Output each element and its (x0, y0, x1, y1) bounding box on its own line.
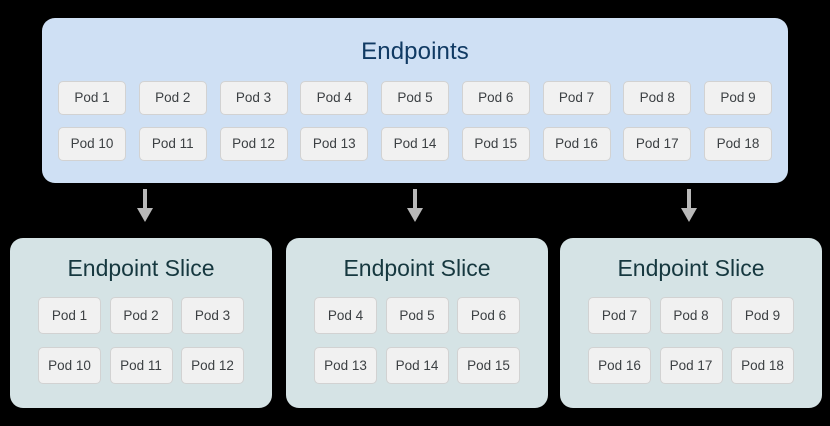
endpoint-slice-title: Endpoint Slice (617, 255, 765, 281)
pod-chip[interactable]: Pod 17 (659, 347, 723, 384)
pod-chip[interactable]: Pod 12 (181, 347, 244, 384)
pod-chip[interactable]: Pod 2 (109, 297, 173, 334)
endpoint-slice-pod-grid: Pod 4 Pod 5 Pod 6 Pod 13 Pod 14 Pod 15 (314, 297, 520, 384)
arrow-down-icon (405, 189, 425, 223)
pod-chip[interactable]: Pod 17 (623, 127, 692, 161)
pod-chip[interactable]: Pod 10 (38, 347, 101, 384)
pod-chip[interactable]: Pod 3 (181, 297, 244, 334)
pod-chip[interactable]: Pod 13 (314, 347, 377, 384)
endpoints-pod-row: Pod 1 Pod 2 Pod 3 Pod 4 Pod 5 Pod 6 Pod … (58, 81, 772, 115)
endpoint-slice-container: Endpoint Slice Pod 1 Pod 2 Pod 3 Pod 10 … (10, 238, 272, 408)
endpoint-slice-pod-row: Pod 4 Pod 5 Pod 6 (314, 297, 520, 334)
endpoint-slice-container: Endpoint Slice Pod 4 Pod 5 Pod 6 Pod 13 … (286, 238, 548, 408)
endpoint-slice-pod-row: Pod 10 Pod 11 Pod 12 (38, 347, 244, 384)
pod-chip[interactable]: Pod 8 (623, 81, 692, 115)
endpoint-slice-container: Endpoint Slice Pod 7 Pod 8 Pod 9 Pod 16 … (560, 238, 822, 408)
pod-chip[interactable]: Pod 11 (109, 347, 173, 384)
pod-chip[interactable]: Pod 4 (314, 297, 377, 334)
endpoint-slice-pod-row: Pod 16 Pod 17 Pod 18 (588, 347, 794, 384)
pod-chip[interactable]: Pod 1 (58, 81, 126, 115)
arrow-down-icon (679, 189, 699, 223)
pod-chip[interactable]: Pod 18 (704, 127, 772, 161)
pod-chip[interactable]: Pod 5 (381, 81, 449, 115)
pod-chip[interactable]: Pod 7 (542, 81, 611, 115)
endpoint-slice-pod-row: Pod 1 Pod 2 Pod 3 (38, 297, 244, 334)
pod-chip[interactable]: Pod 9 (704, 81, 772, 115)
pod-chip[interactable]: Pod 10 (58, 127, 126, 161)
pod-chip[interactable]: Pod 14 (385, 347, 449, 384)
pod-chip[interactable]: Pod 18 (731, 347, 794, 384)
pod-chip[interactable]: Pod 11 (138, 127, 207, 161)
pod-chip[interactable]: Pod 6 (461, 81, 530, 115)
pod-chip[interactable]: Pod 15 (461, 127, 530, 161)
pod-chip[interactable]: Pod 16 (588, 347, 651, 384)
pod-chip[interactable]: Pod 2 (138, 81, 207, 115)
pod-chip[interactable]: Pod 14 (381, 127, 449, 161)
pod-chip[interactable]: Pod 3 (219, 81, 288, 115)
pod-chip[interactable]: Pod 7 (588, 297, 651, 334)
pod-chip[interactable]: Pod 12 (219, 127, 288, 161)
pod-chip[interactable]: Pod 4 (300, 81, 369, 115)
endpoint-slice-title: Endpoint Slice (343, 255, 491, 281)
pod-chip[interactable]: Pod 15 (457, 347, 520, 384)
pod-chip[interactable]: Pod 6 (457, 297, 520, 334)
endpoints-title: Endpoints (361, 38, 469, 65)
endpoint-slice-pod-grid: Pod 7 Pod 8 Pod 9 Pod 16 Pod 17 Pod 18 (588, 297, 794, 384)
pod-chip[interactable]: Pod 5 (385, 297, 449, 334)
endpoint-slice-pod-row: Pod 13 Pod 14 Pod 15 (314, 347, 520, 384)
endpoint-slice-pod-grid: Pod 1 Pod 2 Pod 3 Pod 10 Pod 11 Pod 12 (38, 297, 244, 384)
pod-chip[interactable]: Pod 8 (659, 297, 723, 334)
pod-chip[interactable]: Pod 16 (542, 127, 611, 161)
pod-chip[interactable]: Pod 9 (731, 297, 794, 334)
endpoints-pod-grid: Pod 1 Pod 2 Pod 3 Pod 4 Pod 5 Pod 6 Pod … (58, 81, 772, 161)
endpoint-slice-pod-row: Pod 7 Pod 8 Pod 9 (588, 297, 794, 334)
endpoints-container: Endpoints Pod 1 Pod 2 Pod 3 Pod 4 Pod 5 … (42, 18, 788, 183)
endpoints-pod-row: Pod 10 Pod 11 Pod 12 Pod 13 Pod 14 Pod 1… (58, 127, 772, 161)
endpoint-slice-title: Endpoint Slice (67, 255, 215, 281)
arrow-down-icon (135, 189, 155, 223)
pod-chip[interactable]: Pod 13 (300, 127, 369, 161)
pod-chip[interactable]: Pod 1 (38, 297, 101, 334)
